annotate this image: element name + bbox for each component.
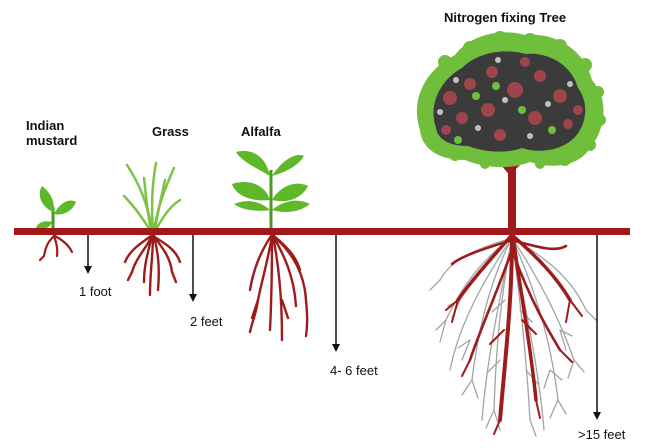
- grass-label: Grass: [152, 124, 189, 139]
- indian-mustard-label-line2: mustard: [26, 133, 77, 148]
- alfalfa-leaves: [232, 151, 310, 230]
- alfalfa-label: Alfalfa: [241, 124, 281, 139]
- depth-label-1-foot: 1 foot: [79, 284, 112, 299]
- depth-label-15-feet: >15 feet: [578, 427, 625, 442]
- grass-roots: [125, 236, 180, 295]
- depth-label-2-feet: 2 feet: [190, 314, 223, 329]
- depth-arrow-15-feet: [593, 235, 601, 420]
- alfalfa-roots: [250, 236, 307, 340]
- depth-arrow-1-foot: [84, 235, 92, 274]
- indian-mustard-label: Indian mustard: [26, 118, 77, 148]
- depth-arrows: [84, 235, 601, 420]
- indian-mustard-roots: [40, 236, 72, 260]
- depth-label-4-6-feet: 4- 6 feet: [330, 363, 378, 378]
- depth-arrow-2-feet: [189, 235, 197, 302]
- nitrogen-fixing-tree: [417, 31, 606, 232]
- nitrogen-fixing-tree-label: Nitrogen fixing Tree: [444, 10, 566, 25]
- depth-arrow-4-6-feet: [332, 235, 340, 352]
- grass-blades: [124, 163, 180, 230]
- indian-mustard-leaves: [36, 186, 76, 232]
- indian-mustard-label-line1: Indian: [26, 118, 77, 133]
- ground-line: [14, 228, 630, 235]
- alfalfa-plant: [232, 151, 310, 340]
- indian-mustard-plant: [36, 186, 76, 260]
